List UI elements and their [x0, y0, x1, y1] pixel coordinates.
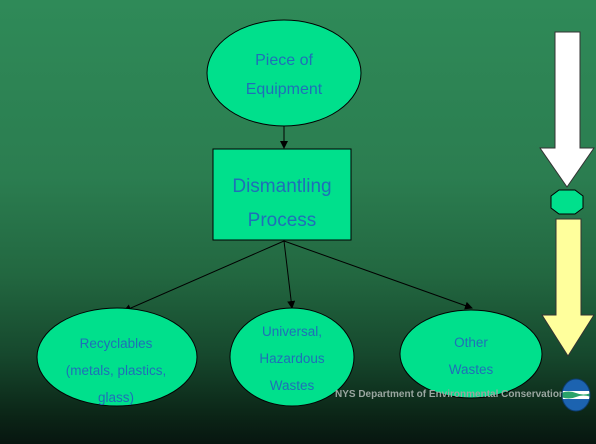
- yellow-down-arrow: [541, 218, 595, 357]
- node-recyclables: Recyclables (metals, plastics, glass): [36, 307, 198, 407]
- connector-octagon: [550, 189, 584, 215]
- connector-process-to-recyclables: [123, 240, 285, 312]
- node-label-line3: Wastes: [270, 378, 315, 393]
- connector-process-to-other: [283, 240, 473, 310]
- white-down-arrow: [539, 31, 595, 188]
- node-label-line2: (metals, plastics,: [66, 363, 167, 378]
- footer-organization: NYS Department of Environmental Conserva…: [335, 389, 566, 400]
- node-label-line3: glass): [98, 390, 134, 405]
- node-label-line1: Dismantling: [232, 176, 331, 197]
- node-label-line1: Recyclables: [80, 336, 153, 351]
- node-other-wastes: Other Wastes: [399, 309, 543, 399]
- node-label-line2: Equipment: [246, 81, 323, 98]
- node-dismantling-process: Dismantling Process: [212, 148, 352, 241]
- node-label-line2: Process: [248, 210, 317, 231]
- node-label-line2: Hazardous: [259, 351, 325, 366]
- node-label-line1: Other: [454, 335, 488, 350]
- node-universal-hazardous-wastes: Universal, Hazardous Wastes: [229, 307, 355, 407]
- node-label-line1: Universal,: [262, 324, 322, 339]
- connector-process-to-universal: [283, 240, 296, 309]
- node-label-line1: Piece of: [255, 52, 313, 69]
- nys-dec-logo-icon: [561, 378, 591, 412]
- node-piece-of-equipment: Piece of Equipment: [206, 19, 362, 127]
- node-label-line2: Wastes: [449, 362, 494, 377]
